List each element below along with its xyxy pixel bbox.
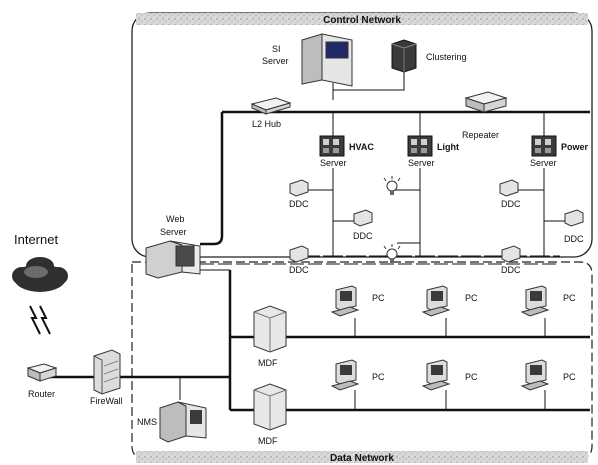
light-bulb-icon (384, 176, 400, 195)
light-label: Light (437, 142, 459, 152)
ddc-icon (290, 180, 308, 196)
svg-text:PC: PC (372, 372, 385, 382)
ddc-unit: DDC (289, 180, 309, 209)
svg-text:DDC: DDC (501, 199, 521, 209)
pc-icon (332, 360, 358, 390)
light-server: Light Server (408, 136, 459, 168)
pc-icon (423, 286, 449, 316)
mdf-server-icon (254, 306, 286, 352)
pc-icon (522, 286, 548, 316)
mdf-top: MDF (254, 306, 286, 368)
nms-workstation-icon (160, 402, 206, 442)
ddc-unit: DDC (353, 210, 373, 241)
clustering: Clustering (392, 40, 467, 72)
nms-label: NMS (137, 417, 157, 427)
pc: PC (332, 286, 385, 316)
svg-text:PC: PC (563, 293, 576, 303)
light-server-label: Server (408, 158, 435, 168)
svg-text:DDC: DDC (353, 231, 373, 241)
mdf-label: MDF (258, 436, 278, 446)
pc: PC (522, 360, 576, 390)
control-network-title: Control Network (323, 15, 401, 26)
router-label: Router (28, 389, 55, 399)
internet: Internet (12, 232, 68, 334)
l2-hub-label: L2 Hub (252, 119, 281, 129)
repeater-icon (466, 92, 506, 112)
svg-text:PC: PC (465, 372, 478, 382)
svg-text:PC: PC (465, 293, 478, 303)
hvac-server-label: Server (320, 158, 347, 168)
ddc-unit: DDC (501, 246, 521, 275)
building-server-icon (320, 136, 344, 156)
firewall-label: FireWall (90, 396, 123, 406)
cloud-icon (12, 257, 68, 292)
power-server-label: Server (530, 158, 557, 168)
router-icon (28, 364, 56, 381)
web-server-label-2: Server (160, 227, 187, 237)
pc: PC (522, 286, 576, 316)
ddc-icon (354, 210, 372, 226)
si-server-label-2: Server (262, 56, 289, 66)
ddc-unit: DDC (564, 210, 584, 244)
storage-icon (392, 40, 416, 72)
mdf-label: MDF (258, 358, 278, 368)
pc-icon (332, 286, 358, 316)
building-server-icon (532, 136, 556, 156)
ddc-unit: DDC (289, 246, 309, 275)
router: Router (28, 364, 56, 399)
data-network-title: Data Network (330, 453, 394, 464)
ddc-icon (565, 210, 583, 226)
web-server-icon (146, 241, 200, 278)
light-bulb-icon (384, 244, 400, 263)
power-server: Power Server (530, 136, 589, 168)
web-server-label-1: Web (166, 214, 184, 224)
svg-text:PC: PC (372, 293, 385, 303)
building-server-icon (408, 136, 432, 156)
pc: PC (423, 360, 478, 390)
firewall-icon (94, 350, 120, 394)
firewall: FireWall (90, 350, 123, 406)
hvac-label: HVAC (349, 142, 374, 152)
ddc-icon (290, 246, 308, 262)
ddc-icon (502, 246, 520, 262)
nms: NMS (137, 402, 206, 442)
l2-hub: L2 Hub (252, 98, 290, 129)
si-server-label-1: SI (272, 44, 281, 54)
svg-text:DDC: DDC (289, 199, 309, 209)
repeater-label: Repeater (462, 130, 499, 140)
mdf-server-icon (254, 384, 286, 430)
pc-icon (423, 360, 449, 390)
ddc-unit: DDC (500, 180, 521, 209)
pc: PC (423, 286, 478, 316)
svg-text:DDC: DDC (501, 265, 521, 275)
pc-icon (522, 360, 548, 390)
power-label: Power (561, 142, 589, 152)
internet-label: Internet (14, 232, 58, 247)
hvac-server: HVAC Server (320, 136, 374, 168)
svg-text:DDC: DDC (564, 234, 584, 244)
web-server: Web Server (146, 214, 200, 278)
svg-text:DDC: DDC (289, 265, 309, 275)
server-icon (302, 34, 352, 86)
svg-text:PC: PC (563, 372, 576, 382)
mdf-bottom: MDF (254, 384, 286, 446)
ddc-icon (500, 180, 518, 196)
si-server: SI Server (262, 34, 352, 86)
clustering-label: Clustering (426, 52, 467, 62)
pc: PC (332, 360, 385, 390)
lightning-icon (30, 306, 50, 334)
repeater: Repeater (462, 92, 506, 140)
